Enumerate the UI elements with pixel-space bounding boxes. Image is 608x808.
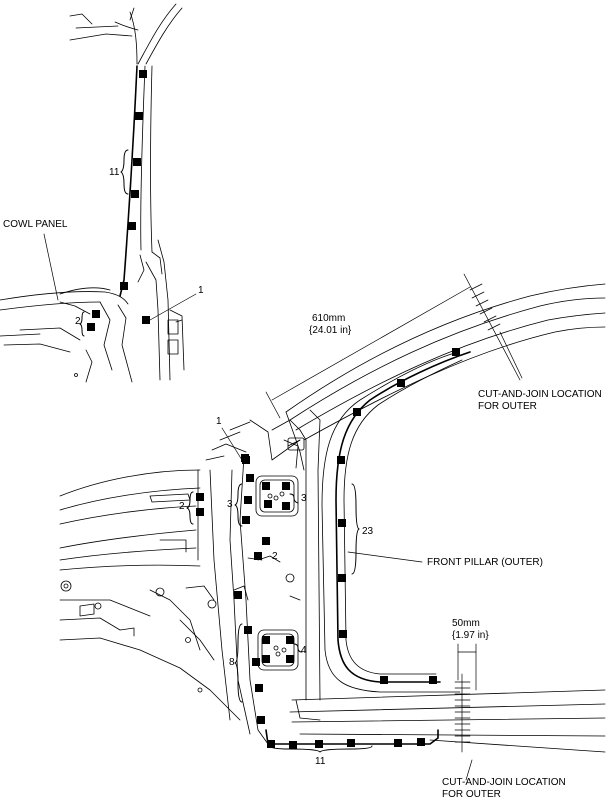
weld-spot	[267, 740, 275, 748]
count-middle: 2	[272, 551, 278, 562]
cut-join-upper-line2: FOR OUTER	[478, 401, 537, 412]
count-pillar-outer: 23	[362, 526, 374, 537]
weld-spot	[282, 482, 290, 490]
weld-spot	[264, 500, 272, 508]
cut-join-lower-line1: CUT-AND-JOIN LOCATION	[442, 777, 566, 788]
weld-spot	[142, 316, 150, 324]
weld-spot	[87, 323, 95, 331]
dimension-610-in: {24.01 in}	[309, 325, 352, 336]
weld-spot	[262, 636, 270, 644]
weld-spot	[120, 282, 128, 290]
dimension-50-in: {1.97 in}	[452, 630, 489, 641]
cut-join-lower-line2: FOR OUTER	[442, 789, 501, 800]
weld-spot	[139, 70, 147, 78]
front-pillar-label: FRONT PILLAR (OUTER)	[427, 557, 543, 568]
weld-spot	[353, 408, 361, 416]
weld-spot	[133, 158, 141, 166]
weld-spot	[244, 496, 252, 504]
weld-spot	[338, 519, 346, 527]
weld-spot	[282, 502, 290, 510]
weld-spot	[246, 474, 254, 482]
weld-spot	[339, 630, 347, 638]
weld-spot	[92, 310, 100, 318]
weld-spot	[254, 552, 262, 560]
weld-spot	[315, 740, 323, 748]
weld-spot	[338, 574, 346, 582]
count-lower-box: 4	[301, 645, 307, 656]
count-upper-pillar: 11	[109, 167, 120, 178]
weld-spot	[252, 658, 260, 666]
weld-spot	[242, 516, 250, 524]
weld-spot	[241, 454, 249, 462]
weld-spot	[262, 537, 270, 545]
upper-detail-linework	[0, 3, 185, 383]
dimension-610	[265, 273, 521, 419]
weld-spot	[429, 676, 437, 684]
weld-spot	[452, 348, 460, 356]
count-inner-left: 3	[227, 499, 233, 510]
weld-spot	[234, 591, 242, 599]
weld-spot	[347, 739, 355, 747]
count-lower-top: 1	[216, 416, 222, 427]
count-upper-left: 2	[75, 316, 81, 327]
weld-spot	[380, 676, 388, 684]
weld-spot	[397, 379, 405, 387]
brackets	[79, 149, 373, 753]
weld-spot	[255, 684, 263, 692]
weld-spot	[286, 636, 294, 644]
weld-spot	[286, 655, 294, 663]
dimension-50	[454, 643, 477, 753]
count-lower-left-vertical: 8	[229, 657, 235, 668]
weld-spot	[244, 626, 252, 634]
count-inner-right: 3	[301, 493, 307, 504]
weld-spot	[337, 456, 345, 464]
count-bottom-rail: 11	[315, 756, 326, 767]
count-upper-right: 1	[198, 285, 204, 296]
weld-spot	[128, 222, 136, 230]
weld-spot	[196, 493, 204, 501]
cowl-panel-label: COWL PANEL	[3, 219, 68, 230]
dimension-610-mm: 610mm	[312, 313, 346, 324]
main-view-linework	[59, 283, 606, 753]
weld-spot	[262, 482, 270, 490]
weld-spot	[417, 738, 425, 746]
weld-spot	[131, 190, 139, 198]
weld-spot	[262, 655, 270, 663]
count-lower-left: 2	[179, 501, 185, 512]
weld-spot	[394, 739, 402, 747]
cut-join-upper-line1: CUT-AND-JOIN LOCATION	[478, 389, 602, 400]
dimension-50-mm: 50mm	[452, 618, 480, 629]
weld-spot	[135, 112, 143, 120]
weld-spot	[289, 741, 297, 749]
weld-spot	[257, 716, 265, 724]
weld-spot	[196, 508, 204, 516]
